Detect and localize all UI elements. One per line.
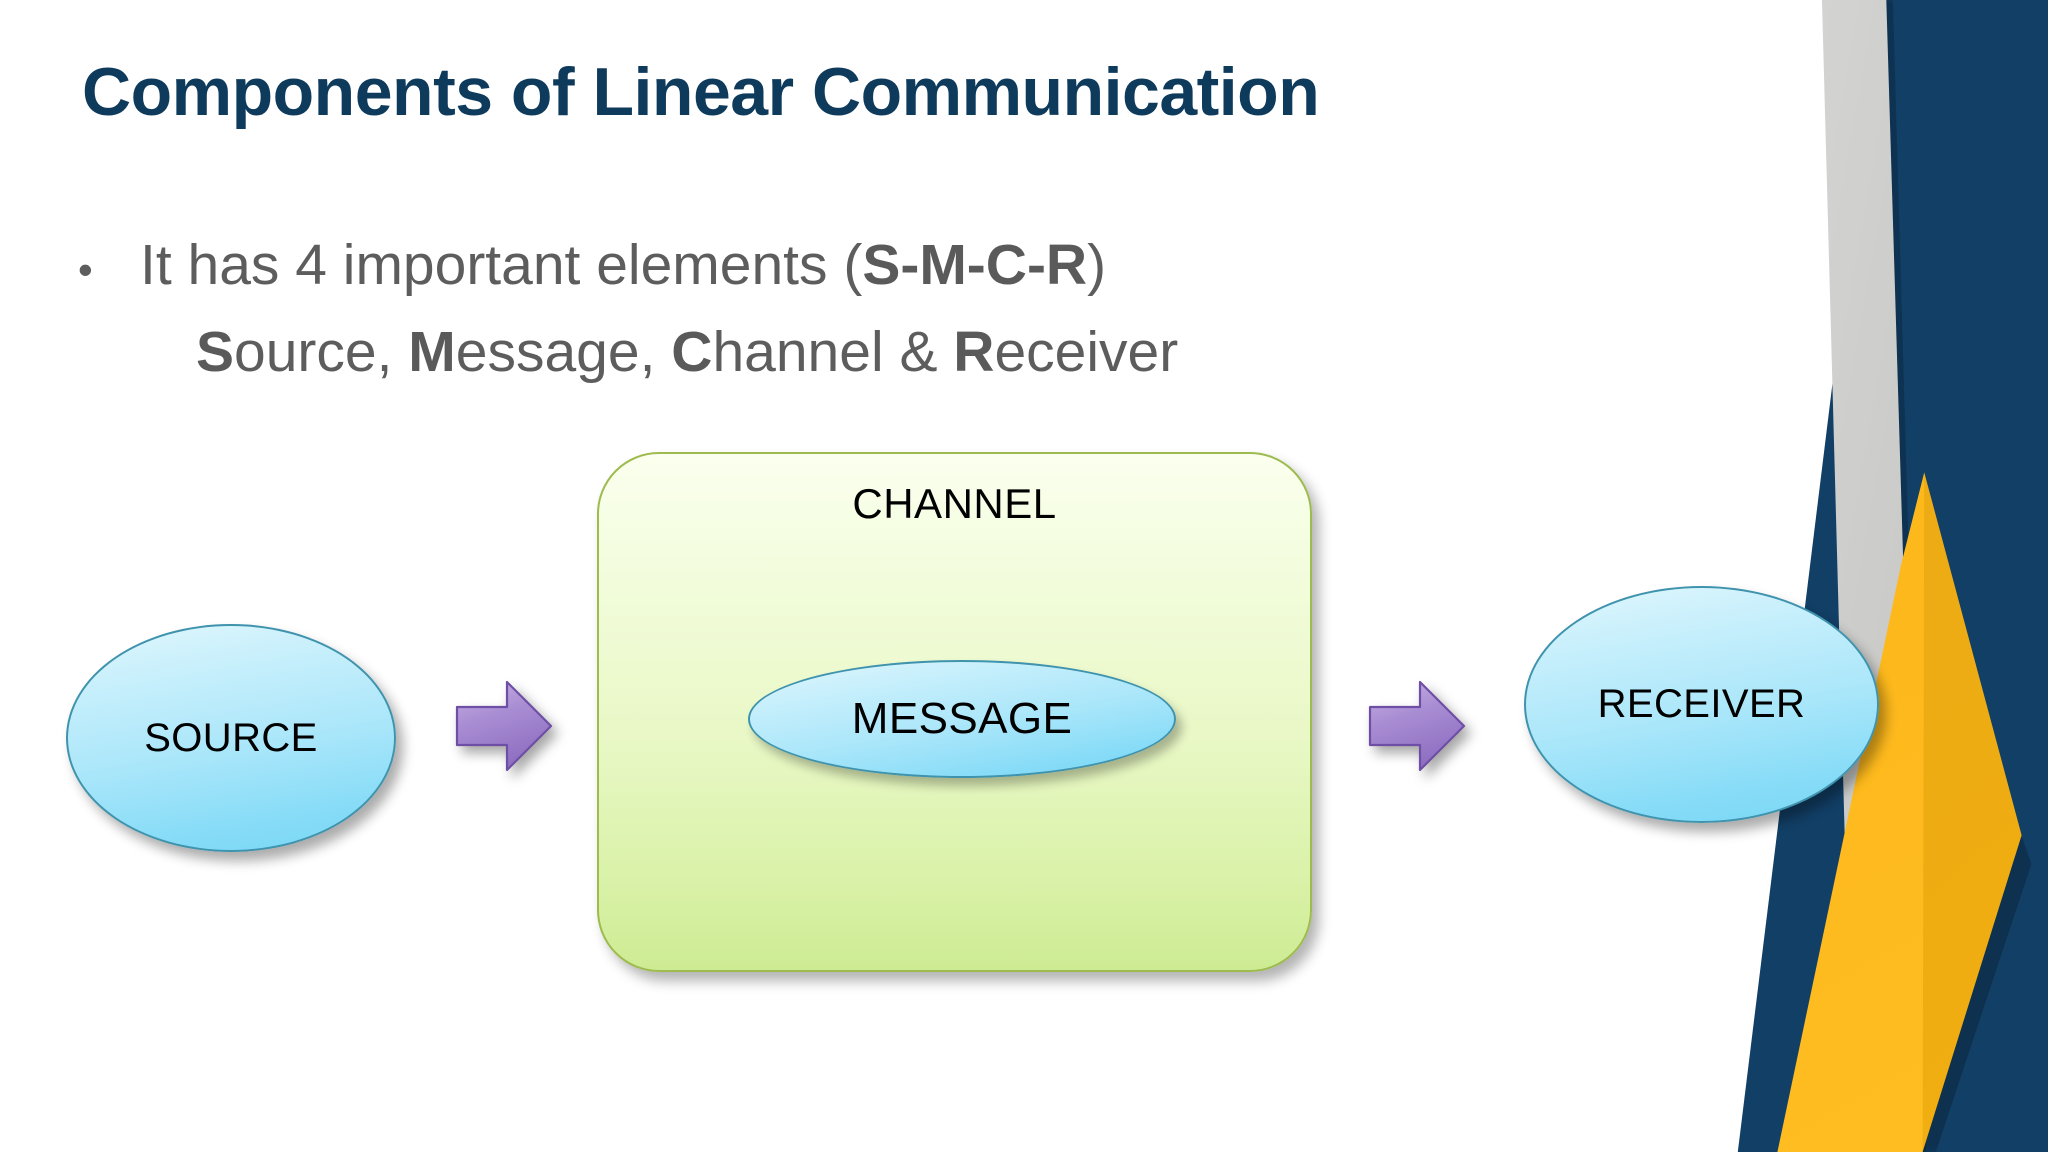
corner-decoration — [1718, 0, 2048, 1152]
decoration-gray-shadow — [1881, 0, 1926, 1152]
message-node: MESSAGE — [748, 660, 1176, 778]
emphasis-m: M — [408, 319, 456, 384]
text-hannel: hannel & — [712, 319, 954, 384]
decoration-gray-stripe — [1821, 0, 1921, 1152]
channel-node — [597, 452, 1312, 972]
decoration-orange-chevron-light — [1777, 472, 1925, 1152]
emphasis-r: R — [953, 319, 995, 384]
text-eceiver: eceiver — [994, 319, 1179, 384]
bullet-item-2-text: Source, Message, Channel & Receiver — [196, 309, 1178, 396]
emphasis-s: S — [196, 319, 235, 384]
slide-title: Components of Linear Communication — [82, 54, 1320, 130]
bullet-item-1-text: It has 4 important elements (S-M-C-R) — [140, 222, 1106, 309]
bullet-item-1: • It has 4 important elements (S-M-C-R) — [78, 222, 1178, 309]
decoration-orange-shadow — [1909, 817, 2032, 1152]
receiver-node: RECEIVER — [1524, 586, 1879, 823]
receiver-node-label: RECEIVER — [1597, 682, 1806, 726]
text-ource: ource, — [234, 319, 409, 384]
channel-node-label: CHANNEL — [852, 480, 1057, 527]
bullet-1-lead: It has 4 important elements ( — [140, 233, 863, 297]
bullet-marker-icon: • — [78, 246, 93, 293]
emphasis-c: C — [671, 319, 713, 384]
bullet-1-emphasis-smcr: S-M-C-R — [862, 233, 1088, 297]
source-node-label: SOURCE — [144, 715, 318, 760]
bullet-list: • It has 4 important elements (S-M-C-R) … — [78, 222, 1178, 395]
bullet-item-2: Source, Message, Channel & Receiver — [78, 309, 1178, 396]
decoration-navy-panel — [1737, 0, 2048, 1152]
bullet-1-trail: ) — [1087, 233, 1107, 297]
decoration-orange-chevron-dark — [1836, 472, 2022, 1152]
message-node-label: MESSAGE — [851, 694, 1073, 743]
text-essage: essage, — [455, 319, 672, 384]
arrow-right-icon-channel-to-receiver — [1368, 680, 1466, 772]
source-node: SOURCE — [66, 624, 396, 852]
arrow-right-icon-source-to-channel — [455, 680, 553, 772]
